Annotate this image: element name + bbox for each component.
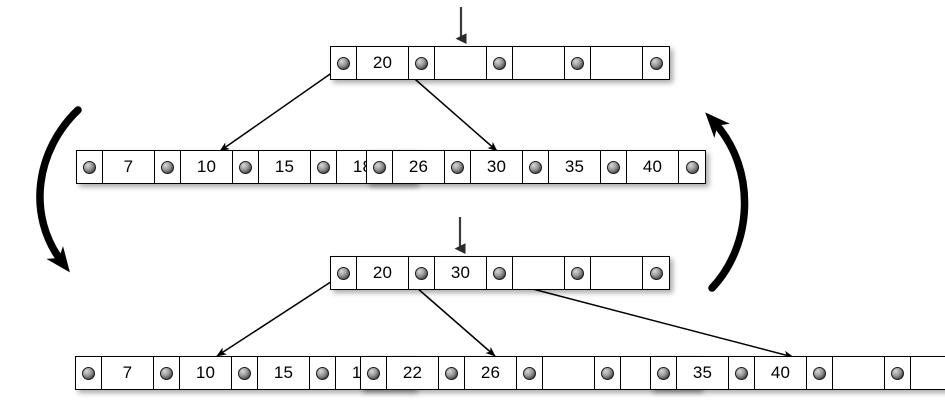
node-key-cell[interactable]: 30	[435, 257, 487, 289]
pointer-dot-icon	[571, 266, 584, 280]
node-key-cell[interactable]: 40	[627, 151, 679, 183]
btree-node-child-before-left[interactable]: 7 10 15 18	[76, 150, 416, 184]
node-pointer-cell[interactable]	[155, 151, 181, 183]
pointer-dot-icon	[83, 160, 96, 174]
node-pointer-cell[interactable]	[517, 357, 543, 389]
pointer-dot-icon	[238, 366, 251, 380]
node-key-cell[interactable]	[513, 47, 565, 79]
root-after-ptr0-to-left-child	[216, 273, 344, 357]
node-key-cell[interactable]	[591, 257, 643, 289]
pointer-dot-icon	[373, 160, 386, 174]
node-pointer-cell[interactable]	[651, 357, 677, 389]
node-pointer-cell[interactable]	[331, 257, 357, 289]
node-key-cell[interactable]	[543, 357, 595, 389]
node-pointer-cell[interactable]	[367, 151, 393, 183]
node-pointer-cell[interactable]	[643, 47, 669, 79]
pointer-dot-icon	[445, 366, 458, 380]
node-pointer-cell[interactable]	[643, 257, 669, 289]
pointer-dot-icon	[317, 160, 330, 174]
pointer-dot-icon	[735, 366, 748, 380]
pointer-dot-icon	[160, 366, 173, 380]
node-pointer-cell[interactable]	[232, 357, 258, 389]
pointer-dot-icon	[685, 160, 699, 174]
pointer-dot-icon	[239, 160, 252, 174]
root-before-ptr0-to-left-child	[219, 64, 344, 152]
pointer-dot-icon	[415, 266, 428, 280]
node-pointer-cell[interactable]	[679, 151, 705, 183]
node-pointer-cell[interactable]	[565, 47, 591, 79]
node-key-cell[interactable]	[833, 357, 885, 389]
btree-node-child-after-middle[interactable]: 22 26	[360, 356, 700, 390]
node-key-cell[interactable]: 20	[357, 257, 409, 289]
node-pointer-cell[interactable]	[76, 357, 102, 389]
node-pointer-cell[interactable]	[310, 357, 336, 389]
node-key-cell[interactable]	[513, 257, 565, 289]
node-pointer-cell[interactable]	[439, 357, 465, 389]
node-key-cell[interactable]	[591, 47, 643, 79]
pointer-dot-icon	[607, 160, 620, 174]
btree-node-child-after-left[interactable]: 7 10 15 18	[75, 356, 415, 390]
node-pointer-cell[interactable]	[601, 151, 627, 183]
node-key-cell[interactable]: 26	[393, 151, 445, 183]
node-pointer-cell[interactable]	[409, 47, 435, 79]
node-key-cell[interactable]: 15	[258, 357, 310, 389]
split-flow-arrow-right	[705, 112, 749, 292]
split-flow-arrow-left	[36, 106, 82, 273]
node-key-cell[interactable]: 15	[259, 151, 311, 183]
node-key-cell[interactable]: 10	[181, 151, 233, 183]
pointer-dot-icon	[649, 266, 663, 280]
node-key-cell[interactable]: 35	[677, 357, 729, 389]
node-pointer-cell[interactable]	[233, 151, 259, 183]
pointer-dot-icon	[451, 160, 464, 174]
pointer-dot-icon	[316, 366, 329, 380]
node-pointer-cell[interactable]	[77, 151, 103, 183]
pointer-dot-icon	[82, 366, 95, 380]
node-key-cell[interactable]: 35	[549, 151, 601, 183]
node-key-cell[interactable]: 22	[387, 357, 439, 389]
pointer-dot-icon	[493, 56, 506, 70]
btree-node-child-after-right[interactable]: 35 40	[650, 356, 945, 390]
pointer-dot-icon	[657, 366, 670, 380]
node-pointer-cell[interactable]	[729, 357, 755, 389]
node-pointer-cell[interactable]	[885, 357, 911, 389]
node-pointer-cell[interactable]	[361, 357, 387, 389]
pointer-dot-icon	[529, 160, 542, 174]
node-pointer-cell[interactable]	[523, 151, 549, 183]
node-pointer-cell[interactable]	[487, 47, 513, 79]
pointer-dot-icon	[813, 366, 826, 380]
node-pointer-cell[interactable]	[487, 257, 513, 289]
pointer-dot-icon	[367, 366, 380, 380]
node-key-cell[interactable]: 10	[180, 357, 232, 389]
btree-node-root-before[interactable]: 20	[330, 46, 670, 80]
node-key-cell[interactable]: 7	[103, 151, 155, 183]
node-pointer-cell[interactable]	[565, 257, 591, 289]
pointer-dot-icon	[571, 56, 584, 70]
node-key-cell[interactable]	[911, 357, 945, 389]
pointer-dot-icon	[601, 366, 614, 380]
btree-node-root-after[interactable]: 20 30	[330, 256, 670, 290]
node-key-cell[interactable]: 26	[465, 357, 517, 389]
node-key-cell[interactable]	[435, 47, 487, 79]
node-pointer-cell[interactable]	[331, 47, 357, 79]
pointer-dot-icon	[493, 266, 506, 280]
pointer-dot-icon	[523, 366, 536, 380]
pointer-dot-icon	[337, 266, 350, 280]
node-pointer-cell[interactable]	[445, 151, 471, 183]
pointer-dot-icon	[891, 366, 904, 380]
pointer-dot-icon	[649, 56, 663, 70]
node-pointer-cell[interactable]	[807, 357, 833, 389]
node-pointer-cell[interactable]	[154, 357, 180, 389]
node-pointer-cell[interactable]	[311, 151, 337, 183]
node-key-cell[interactable]: 40	[755, 357, 807, 389]
node-pointer-cell[interactable]	[595, 357, 621, 389]
node-key-cell[interactable]: 7	[102, 357, 154, 389]
btree-node-child-before-right[interactable]: 26 30 35 40	[366, 150, 706, 184]
node-key-cell[interactable]: 30	[471, 151, 523, 183]
pointer-dot-icon	[337, 56, 350, 70]
pointer-dot-icon	[161, 160, 174, 174]
node-key-cell[interactable]: 20	[357, 47, 409, 79]
pointer-dot-icon	[415, 56, 428, 70]
node-pointer-cell[interactable]	[409, 257, 435, 289]
